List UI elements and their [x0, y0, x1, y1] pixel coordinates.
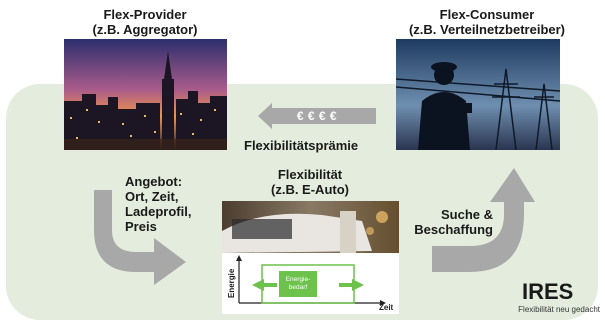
energy-demand-line-1: Energie-: [285, 276, 311, 283]
flexibility-premium-label: Flexibilitätsprämie: [244, 138, 359, 153]
offer-line-3: Ladeprofil,: [125, 204, 192, 219]
energy-time-chart: [222, 253, 399, 314]
time-axis-label: Zeit: [379, 303, 394, 312]
offer-line-2: Ort, Zeit,: [125, 189, 179, 204]
offer-label: Angebot: Ort, Zeit, Ladeprofil, Preis: [125, 174, 210, 234]
energy-demand-line-2: bedarf: [288, 284, 308, 291]
energy-axis-label: Energie: [227, 268, 236, 298]
curved-arrow-up-right-icon: [430, 168, 535, 280]
offer-line-4: Preis: [125, 219, 157, 234]
offer-line-1: Angebot:: [125, 174, 183, 189]
flex-provider-subtitle: (z.B. Aggregator): [92, 22, 198, 37]
money-label: € € € €: [296, 109, 338, 123]
flex-consumer-subtitle: (z.B. Verteilnetzbetreiber): [408, 22, 566, 37]
flexibility-heading: Flexibilität (z.B. E-Auto): [225, 167, 395, 197]
ires-logo: IRES: [522, 279, 574, 304]
ires-tagline: Flexibilität neu gedacht: [518, 305, 600, 314]
flex-consumer-heading: Flex-Consumer (z.B. Verteilnetzbetreiber…: [382, 7, 592, 37]
energy-demand-box: Energie- bedarf: [279, 271, 317, 297]
flexibility-title: Flexibilität: [277, 167, 343, 182]
search-line-2: Beschaffung: [414, 222, 493, 237]
flex-provider-heading: Flex-Provider (z.B. Aggregator): [60, 7, 230, 37]
flexibility-subtitle: (z.B. E-Auto): [271, 182, 349, 197]
flex-consumer-title: Flex-Consumer: [439, 7, 535, 22]
search-procurement-label: Suche & Beschaffung: [403, 207, 493, 237]
money-flow-arrow: € € € €: [258, 103, 376, 129]
flex-provider-title: Flex-Provider: [103, 7, 187, 22]
search-line-1: Suche &: [440, 207, 493, 222]
city-skyline-image: [64, 39, 227, 150]
power-grid-worker-image: [396, 39, 560, 150]
curved-arrow-down-right-icon: [90, 190, 190, 285]
